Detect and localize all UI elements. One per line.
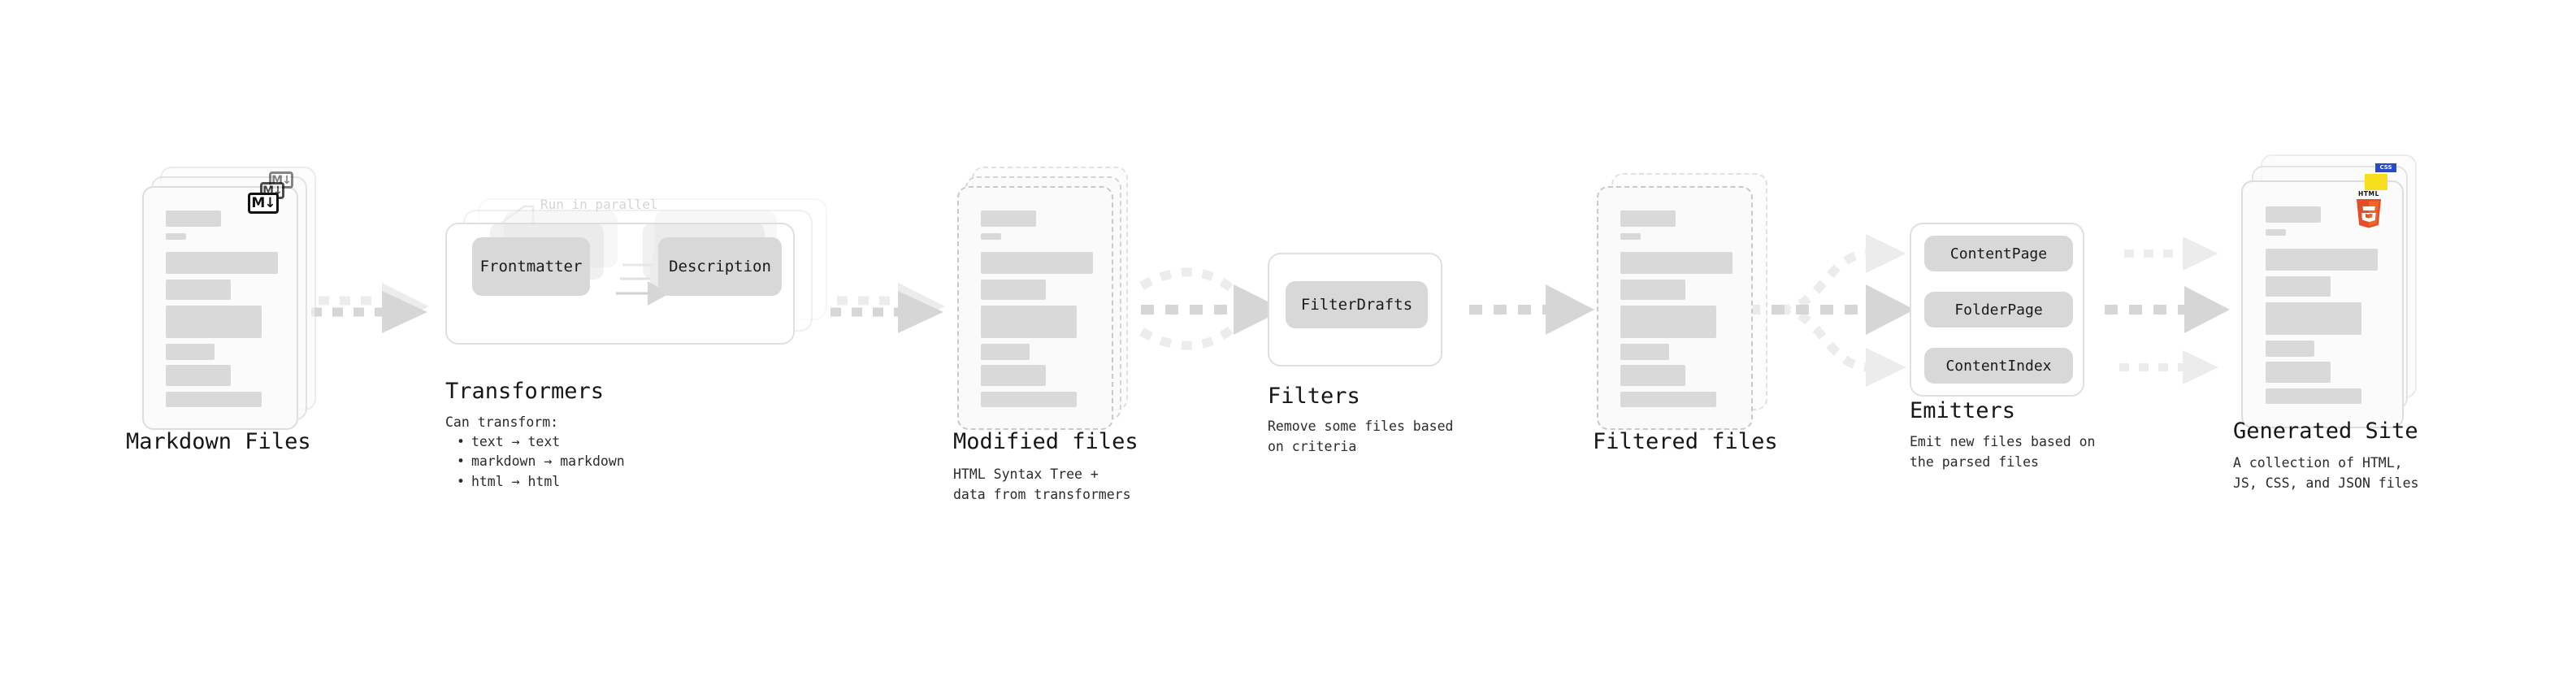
modified-file-stack	[949, 167, 1136, 430]
skeleton-line	[2266, 249, 2378, 271]
skeleton-line	[1620, 252, 1733, 274]
chip-label: ContentPage	[1949, 245, 2048, 262]
stage-filtered-files	[1589, 167, 1776, 430]
stage-title-generated-site: Generated Site	[2233, 419, 2418, 444]
skeleton-line	[166, 365, 231, 386]
run-in-parallel-leader	[481, 205, 535, 239]
skeleton-line	[2266, 340, 2314, 357]
emitter-chip-contentpage[interactable]: ContentPage	[1924, 236, 2073, 271]
connector-transformers-to-modified	[830, 283, 945, 333]
stage-title-emitters: Emitters	[1910, 398, 2016, 423]
skeleton-line	[981, 210, 1036, 227]
skeleton-line	[2266, 388, 2361, 404]
connector-markdown-to-transformers	[311, 283, 429, 333]
modified-files-subtitle-2: data from transformers	[953, 487, 1131, 502]
skeleton-line	[981, 392, 1077, 407]
transformers-bullet: text → text	[457, 432, 625, 452]
stage-title-modified-files: Modified files	[953, 429, 1138, 454]
emitters-subtitle-1: Emit new files based on	[1910, 434, 2096, 449]
skeleton-line	[2266, 302, 2361, 335]
skeleton-line	[1620, 344, 1669, 360]
markdown-icon: M↓	[248, 193, 279, 214]
skeleton-line	[1620, 365, 1685, 386]
transformer-chip-description[interactable]: Description	[658, 237, 782, 296]
filters-subtitle-1: Remove some files based	[1268, 419, 1454, 434]
transformer-chip-frontmatter[interactable]: Frontmatter	[472, 237, 590, 296]
skeleton-line	[166, 306, 262, 338]
chip-label: ContentIndex	[1945, 357, 2052, 375]
skeleton-line	[981, 233, 1001, 240]
skeleton-line	[166, 344, 215, 360]
stage-title-filtered-files: Filtered files	[1593, 429, 1778, 454]
skeleton-line	[2266, 206, 2321, 223]
chip-label: FolderPage	[1954, 301, 2043, 319]
skeleton-line	[1620, 306, 1716, 338]
emitter-chip-contentindex[interactable]: ContentIndex	[1924, 348, 2073, 384]
transformer-inner-arrows	[616, 253, 674, 306]
file-sheet-front	[957, 186, 1113, 430]
chip-label: Description	[669, 258, 771, 275]
modified-files-subtitle-1: HTML Syntax Tree +	[953, 466, 1099, 482]
filtered-file-stack	[1589, 167, 1776, 430]
generated-site-subtitle-2: JS, CSS, and JSON files	[2233, 475, 2419, 491]
filters-subtitle-2: on criteria	[1268, 439, 1357, 454]
stage-title-markdown-files: Markdown Files	[126, 429, 311, 454]
stage-modified-files	[949, 167, 1136, 430]
html5-icon: HTML	[2353, 189, 2381, 228]
connector-emitters-to-site	[2105, 236, 2230, 384]
stage-generated-site: CSS HTML	[2227, 154, 2430, 428]
skeleton-line	[166, 392, 262, 407]
transformers-bullet: markdown → markdown	[457, 452, 625, 471]
skeleton-line	[981, 344, 1030, 360]
skeleton-line	[166, 252, 278, 274]
connector-filters-to-filtered	[1469, 284, 1594, 335]
generated-site-subtitle-1: A collection of HTML,	[2233, 455, 2403, 471]
css-icon: CSS	[2375, 163, 2396, 172]
run-in-parallel-note: Run in parallel	[540, 197, 658, 212]
stage-title-filters: Filters	[1268, 384, 1360, 409]
skeleton-line	[981, 365, 1046, 386]
skeleton-line	[1620, 392, 1716, 407]
transformers-bullets: text → text markdown → markdown html → h…	[457, 432, 625, 492]
skeleton-line	[166, 233, 186, 240]
skeleton-line	[2266, 276, 2331, 297]
generated-site-stack: CSS HTML	[2227, 154, 2430, 428]
skeleton-line	[1620, 210, 1676, 227]
skeleton-line	[166, 280, 231, 300]
transformers-bullet: html → html	[457, 472, 625, 492]
svg-text:HTML: HTML	[2358, 190, 2379, 197]
chip-label: Frontmatter	[479, 258, 583, 275]
skeleton-line	[1620, 233, 1641, 240]
stage-transformers: Frontmatter Description	[445, 198, 835, 361]
skeleton-line	[981, 280, 1046, 300]
emitter-chip-folderpage[interactable]: FolderPage	[1924, 292, 2073, 327]
skeleton-line	[2266, 362, 2331, 383]
file-sheet-front	[1597, 186, 1753, 430]
skeleton-line	[1620, 280, 1685, 300]
skeleton-line	[981, 306, 1077, 338]
filter-chip-filterdrafts[interactable]: FilterDrafts	[1286, 281, 1428, 328]
emitters-group: ContentPage FolderPage ContentIndex	[1910, 223, 2084, 397]
connector-modified-to-filters	[1139, 267, 1284, 350]
markdown-file-stack: M↓ M↓ M↓	[126, 167, 321, 430]
skeleton-line	[981, 252, 1093, 274]
chip-label: FilterDrafts	[1300, 296, 1413, 314]
filters-group: FilterDrafts	[1268, 253, 1442, 367]
transformers-subtitle: Can transform:	[445, 414, 559, 430]
skeleton-line	[2266, 229, 2286, 236]
stage-title-transformers: Transformers	[445, 379, 605, 404]
emitters-subtitle-2: the parsed files	[1910, 454, 2039, 470]
stage-markdown-files: M↓ M↓ M↓	[126, 167, 321, 430]
file-sheet-front	[142, 186, 298, 430]
file-sheet-front	[2241, 180, 2404, 428]
skeleton-line	[166, 210, 221, 227]
js-icon	[2365, 174, 2387, 190]
